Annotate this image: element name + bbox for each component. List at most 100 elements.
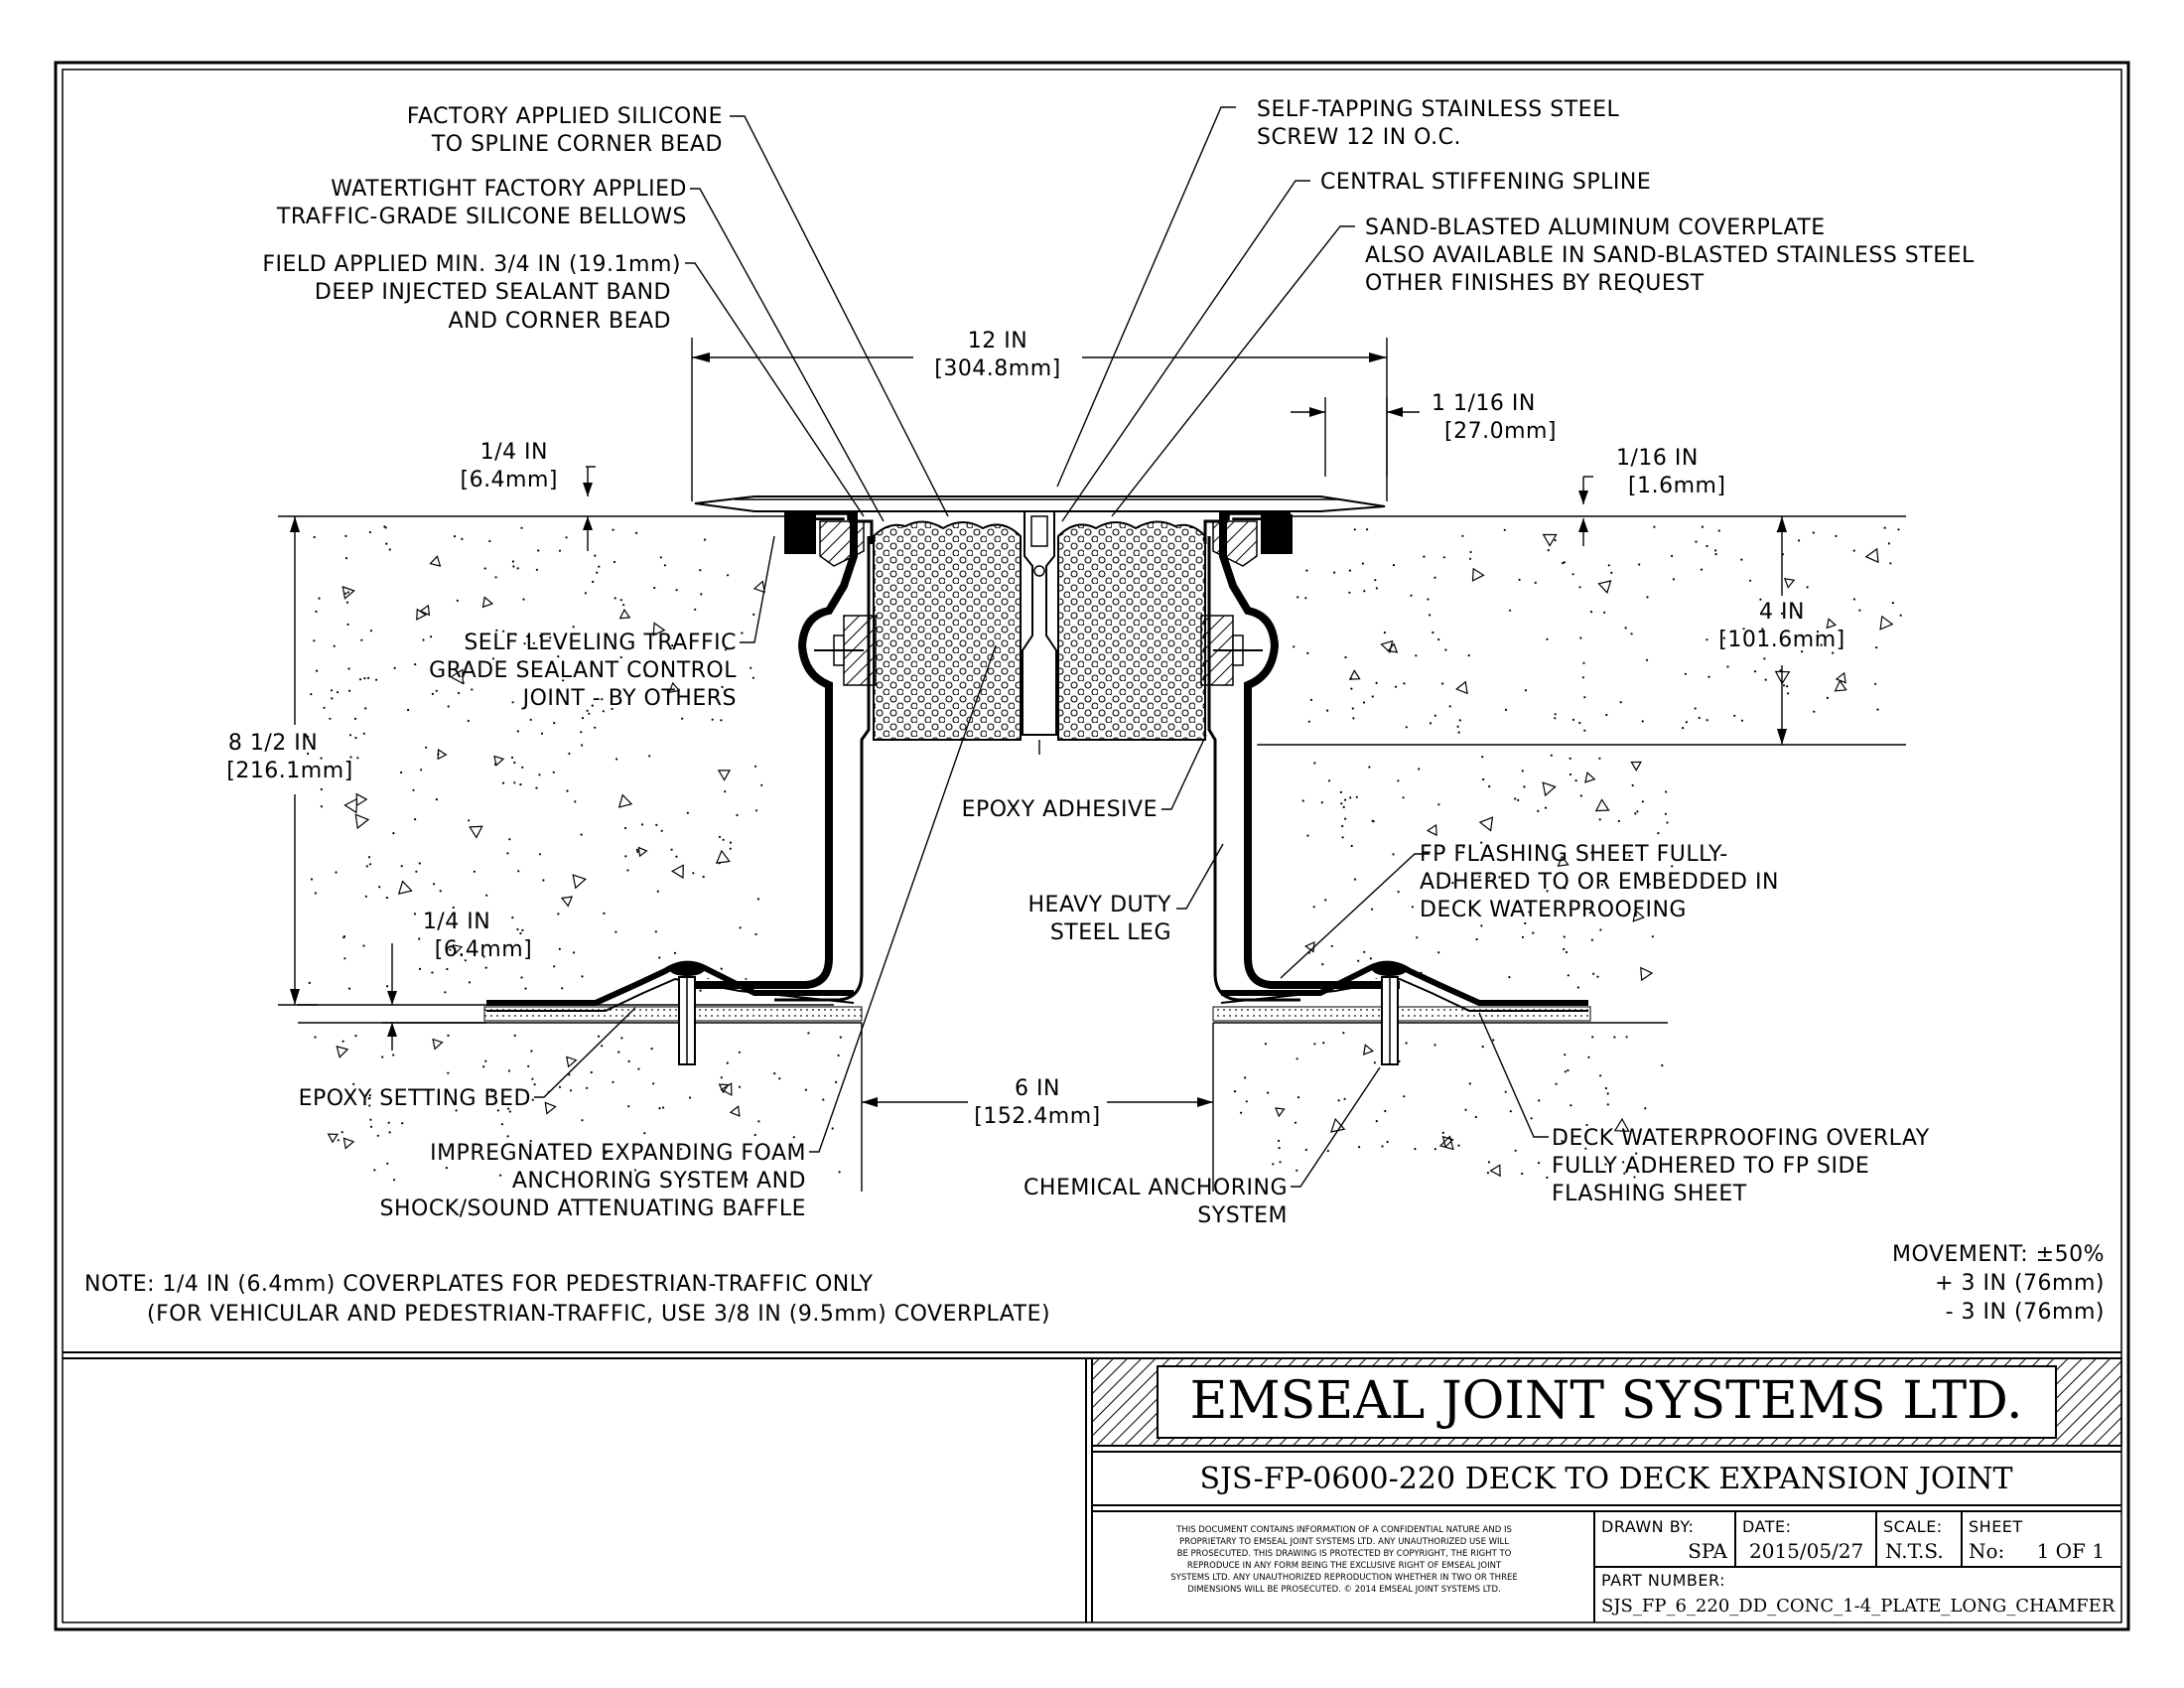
steel-leg-right: [1200, 512, 1400, 1002]
dim-text-quarter-top: 1/4 IN [6.4mm]: [460, 440, 558, 492]
drawn-by-value: SPA: [1688, 1539, 1727, 1563]
concrete-aggregate: [306, 525, 1902, 1182]
callout-screw: SELF-TAPPING STAINLESS STEEL SCREW 12 IN…: [1257, 97, 1619, 150]
callout-line: TO SPLINE CORNER BEAD: [431, 132, 723, 157]
dimension-6in: [862, 1097, 1213, 1107]
callout-line: EPOXY ADHESIVE: [962, 797, 1158, 822]
disclaimer-line: THIS DOCUMENT CONTAINS INFORMATION OF A …: [1175, 1525, 1512, 1535]
callout-fp-flashing: FP FLASHING SHEET FULLY- ADHERED TO OR E…: [1420, 842, 1779, 922]
movement-note: MOVEMENT: ±50% + 3 IN (76mm) - 3 IN (76m…: [1892, 1242, 2105, 1325]
date-value: 2015/05/27: [1749, 1539, 1863, 1563]
callout-epoxy-adhesive: EPOXY ADHESIVE: [962, 797, 1158, 822]
dim-text-quarter-bottom: 1/4 IN [6.4mm]: [423, 910, 532, 962]
dimension-1-16: [1578, 476, 1593, 546]
concrete-right: [1212, 515, 1906, 1192]
callout-line: SELF-TAPPING STAINLESS STEEL: [1257, 97, 1619, 122]
date-label: DATE:: [1742, 1517, 1792, 1536]
callout-line: TRAFFIC-GRADE SILICONE BELLOWS: [276, 205, 687, 229]
flange-left: [483, 960, 863, 1065]
dim-metric: [27.0mm]: [1444, 419, 1557, 444]
dimension-quarter-bottom: [382, 943, 486, 1051]
callout-line: CHEMICAL ANCHORING: [1024, 1176, 1288, 1200]
callout-control-joint: SELF LEVELING TRAFFIC GRADE SEALANT CONT…: [429, 631, 737, 711]
note-line: (FOR VEHICULAR AND PEDESTRIAN-TRAFFIC, U…: [147, 1302, 1050, 1327]
callout-line: DECK WATERPROOFING OVERLAY: [1552, 1126, 1930, 1151]
callout-field-sealant: FIELD APPLIED MIN. 3/4 IN (19.1mm) DEEP …: [262, 252, 681, 334]
callout-line: GRADE SEALANT CONTROL: [429, 658, 737, 683]
drawing-title: SJS-FP-0600-220 DECK TO DECK EXPANSION J…: [1199, 1462, 2012, 1496]
dim-value: 1/4 IN: [423, 910, 490, 934]
callout-line: ALSO AVAILABLE IN SAND-BLASTED STAINLESS…: [1365, 243, 1975, 268]
callout-line: ADHERED TO OR EMBEDDED IN: [1420, 870, 1779, 895]
dim-value: 12 IN: [968, 329, 1027, 353]
dim-text-6: 6 IN [152.4mm]: [974, 1076, 1101, 1129]
dim-value: 1/4 IN: [480, 440, 548, 465]
callout-line: SELF LEVELING TRAFFIC: [464, 631, 737, 655]
title-block: EMSEAL JOINT SYSTEMS LTD. SJS-FP-0600-22…: [63, 1351, 2122, 1622]
dimension-4in: [1777, 516, 1787, 745]
dim-metric: [6.4mm]: [460, 468, 558, 492]
sheet-no-value: 1 OF 1: [2037, 1539, 2105, 1563]
callout-epoxy-bed: EPOXY SETTING BED: [299, 1086, 531, 1111]
dim-metric: [152.4mm]: [974, 1104, 1101, 1129]
scale-label: SCALE:: [1883, 1517, 1943, 1536]
callout-line: HEAVY DUTY: [1028, 893, 1172, 917]
callout-line: DECK WATERPROOFING: [1420, 898, 1687, 922]
movement-line: MOVEMENT: ±50%: [1892, 1242, 2105, 1267]
dim-text-4: 4 IN [101.6mm]: [1718, 600, 1845, 652]
callout-line: CENTRAL STIFFENING SPLINE: [1320, 170, 1651, 195]
outer-border: [54, 61, 2130, 1631]
callout-line: SHOCK/SOUND ATTENUATING BAFFLE: [380, 1196, 806, 1221]
callout-deck-overlay: DECK WATERPROOFING OVERLAY FULLY ADHERED…: [1552, 1126, 1930, 1206]
callout-line: IMPREGNATED EXPANDING FOAM: [430, 1141, 806, 1166]
dim-text-1-1-16: 1 1/16 IN [27.0mm]: [1432, 391, 1557, 444]
part-number-label: PART NUMBER:: [1601, 1571, 1725, 1590]
dimension-quarter-top: [583, 466, 596, 551]
dim-text-12: 12 IN [304.8mm]: [934, 329, 1061, 381]
disclaimer-line: SYSTEMS LTD. ANY UNAUTHORIZED REPRODUCTI…: [1170, 1573, 1517, 1583]
callout-foam: IMPREGNATED EXPANDING FOAM ANCHORING SYS…: [380, 1141, 806, 1221]
callout-line: JOINT - BY OTHERS: [521, 686, 737, 711]
sheet-no-label: No:: [1969, 1539, 2004, 1563]
dim-metric: [6.4mm]: [435, 937, 533, 962]
dim-metric: [304.8mm]: [934, 356, 1061, 381]
movement-line: - 3 IN (76mm): [1946, 1300, 2105, 1325]
callout-line: FP FLASHING SHEET FULLY-: [1420, 842, 1728, 867]
scale-value: N.T.S.: [1885, 1539, 1944, 1563]
dim-value: 4 IN: [1759, 600, 1805, 625]
coverplate: [694, 495, 1386, 512]
callout-line: WATERTIGHT FACTORY APPLIED: [331, 177, 687, 202]
callout-line: SCREW 12 IN O.C.: [1257, 125, 1461, 150]
callout-line: FLASHING SHEET: [1552, 1182, 1747, 1206]
dim-metric: [101.6mm]: [1718, 628, 1845, 652]
callout-coverplate: SAND-BLASTED ALUMINUM COVERPLATE ALSO AV…: [1365, 215, 1975, 296]
callout-line: ANCHORING SYSTEM AND: [512, 1169, 806, 1194]
callout-line: EPOXY SETTING BED: [299, 1086, 531, 1111]
dim-text-8-1-2: 8 1/2 IN [216.1mm]: [226, 731, 352, 783]
dim-value: 6 IN: [1015, 1076, 1060, 1101]
callout-line: DEEP INJECTED SEALANT BAND: [315, 280, 671, 305]
callout-steel-leg: HEAVY DUTY STEEL LEG: [1028, 893, 1172, 945]
flange-right: [1212, 960, 1591, 1065]
callout-line: FULLY ADHERED TO FP SIDE: [1552, 1154, 1869, 1179]
coverplate-note: NOTE: 1/4 IN (6.4mm) COVERPLATES FOR PED…: [84, 1272, 1050, 1327]
disclaimer-line: DIMENSIONS WILL BE PROSECUTED. © 2014 EM…: [1187, 1585, 1501, 1595]
disclaimer-line: BE PROSECUTED. THIS DRAWING IS PROTECTED…: [1177, 1549, 1512, 1559]
central-spline: [1022, 510, 1057, 755]
callout-line: STEEL LEG: [1050, 920, 1171, 945]
dim-value: 8 1/2 IN: [228, 731, 318, 756]
sheet-label: SHEET: [1969, 1517, 2023, 1536]
steel-leg-left: [685, 512, 877, 1002]
callout-chemical-anchor: CHEMICAL ANCHORING SYSTEM: [1024, 1176, 1288, 1228]
dim-text-1-16: 1/16 IN [1.6mm]: [1616, 446, 1726, 498]
drawn-by-label: DRAWN BY:: [1601, 1517, 1694, 1536]
leader-lines: [534, 106, 1549, 1188]
callout-line: AND CORNER BEAD: [448, 309, 671, 334]
foam-right: [1057, 520, 1206, 741]
callout-bellows: WATERTIGHT FACTORY APPLIED TRAFFIC-GRADE…: [276, 177, 687, 229]
dim-metric: [1.6mm]: [1628, 474, 1726, 498]
disclaimer-line: PROPRIETARY TO EMSEAL JOINT SYSTEMS LTD.…: [1179, 1537, 1509, 1547]
callout-line: FIELD APPLIED MIN. 3/4 IN (19.1mm): [262, 252, 681, 277]
callout-line: OTHER FINISHES BY REQUEST: [1365, 271, 1705, 296]
